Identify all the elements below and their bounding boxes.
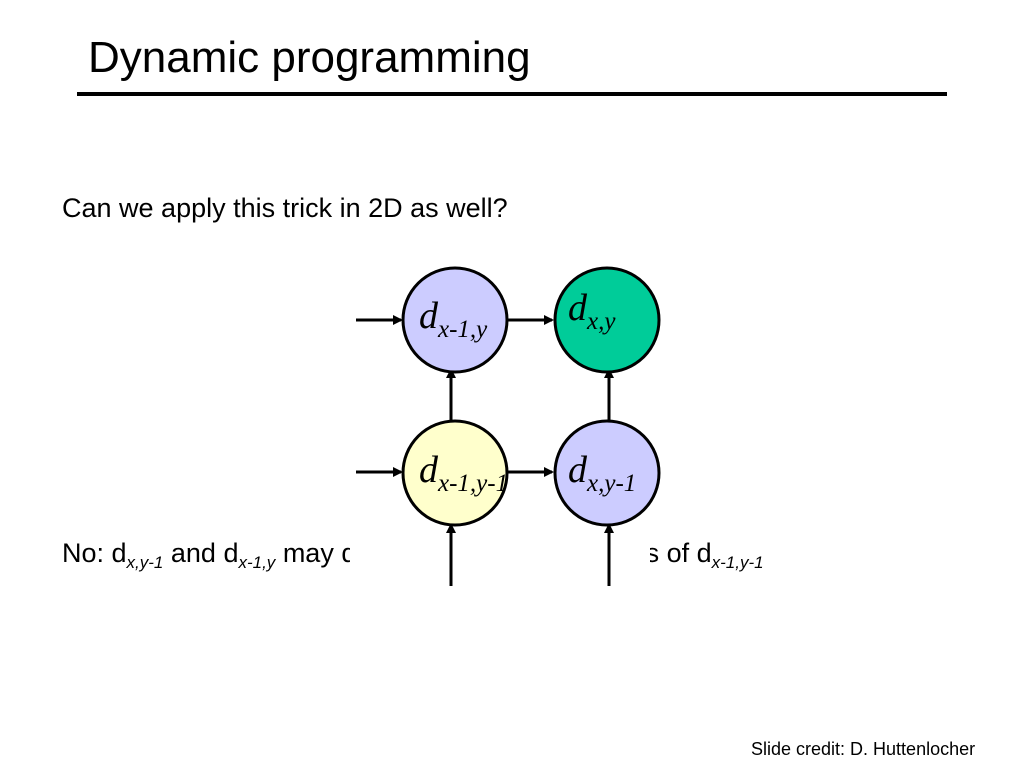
node-bottom-left-label: dx-1,y-1	[419, 449, 508, 497]
node-bottom-left-main: d	[419, 449, 439, 491]
node-top-right-main: d	[568, 287, 588, 329]
node-bottom-right-circle	[553, 419, 661, 527]
question-text: Can we apply this trick in 2D as well?	[62, 193, 508, 223]
node-top-left: dx-1,y	[401, 266, 509, 374]
node-top-right: dx,y	[553, 266, 661, 374]
node-top-left-main: d	[419, 295, 439, 337]
node-top-right-sub: x,y	[586, 308, 616, 335]
answer-sub-3: x-1,y-1	[711, 553, 764, 572]
node-top-right-circle	[553, 266, 661, 374]
node-top-right-label: dx,y	[568, 287, 616, 335]
node-bottom-right-sub: x,y-1	[586, 470, 636, 497]
node-bottom-right-main: d	[568, 449, 588, 491]
answer-sub-2: x-1,y	[238, 553, 276, 572]
node-top-left-sub: x-1,y	[437, 316, 488, 343]
answer-prefix: No: d	[62, 538, 127, 568]
slide-credit: Slide credit: D. Huttenlocher	[751, 739, 976, 759]
node-bottom-right-label: dx,y-1	[568, 449, 636, 497]
node-bottom-left: dx-1,y-1	[401, 419, 509, 527]
slide-title: Dynamic programming	[88, 33, 531, 82]
answer-occluder	[350, 534, 650, 578]
answer-mid-1: and d	[163, 538, 239, 568]
node-top-left-circle	[401, 266, 509, 374]
answer-sub-1: x,y-1	[126, 553, 164, 572]
node-bottom-left-circle	[401, 419, 509, 527]
title-underline	[77, 92, 947, 96]
node-bottom-right: dx,y-1	[553, 419, 661, 527]
node-bottom-left-sub: x-1,y-1	[437, 470, 508, 497]
node-top-left-label: dx-1,y	[419, 295, 488, 343]
